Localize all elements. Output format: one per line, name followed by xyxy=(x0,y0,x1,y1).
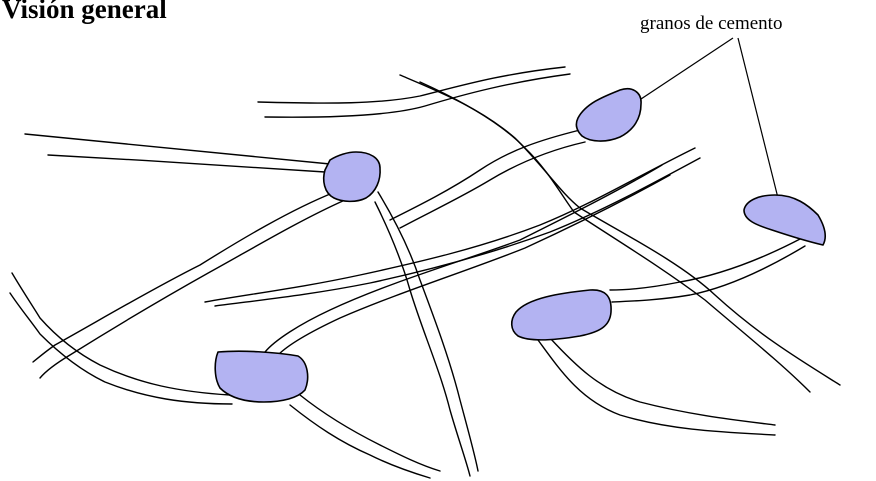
fiber xyxy=(264,164,671,356)
fiber xyxy=(24,133,331,173)
pointer-line-grain-4 xyxy=(737,37,779,199)
pointer-line-grain-2 xyxy=(634,37,734,104)
fiber xyxy=(204,147,701,307)
cement-grain xyxy=(214,350,309,403)
fibers xyxy=(9,66,841,479)
cement-grain xyxy=(510,289,612,341)
fiber xyxy=(399,74,841,393)
fiber xyxy=(32,191,346,379)
cement-grains-label: granos de cemento xyxy=(640,13,783,34)
fiber xyxy=(537,337,776,436)
cement-grain xyxy=(575,88,642,142)
cement-grain xyxy=(322,151,381,203)
diagram-title: Visión general xyxy=(2,0,167,24)
fiber xyxy=(9,272,233,405)
cement-grain xyxy=(743,194,826,246)
fiber xyxy=(289,394,441,479)
fiber xyxy=(609,237,806,303)
cement-grains xyxy=(214,88,826,403)
label-pointers xyxy=(634,37,779,199)
fiber xyxy=(374,191,479,477)
fiber xyxy=(257,66,571,118)
fiber xyxy=(389,129,586,229)
